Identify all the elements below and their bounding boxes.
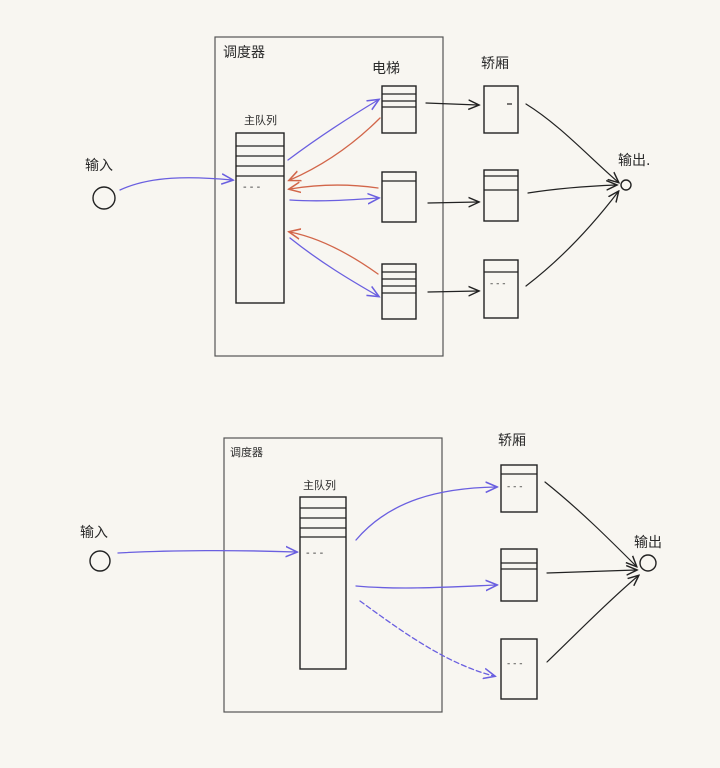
car-2-1: - - -	[500, 464, 538, 513]
scheduler-frame-2	[223, 437, 443, 713]
output-node	[620, 179, 632, 191]
diagram-with-elevators: 调度器 主队列 - - - 电梯 轿厢	[85, 36, 650, 357]
input-label: 输入	[85, 158, 113, 174]
input-node	[92, 186, 116, 210]
car-label-2: 轿厢	[498, 433, 526, 449]
return-arrow-2	[290, 185, 379, 189]
elevator-1	[381, 85, 417, 134]
input-to-queue-arrow	[119, 178, 232, 191]
dispatch-arrow-2-3	[359, 600, 494, 676]
elevator-to-car-arrow-2	[427, 202, 478, 203]
input-to-queue-arrow-2	[117, 551, 296, 553]
elevator-label: 电梯	[372, 61, 400, 77]
car-to-output-arrow-3	[525, 192, 618, 287]
car-to-output-arrow-2	[527, 185, 616, 194]
car-to-output-arrow-2-1	[544, 481, 636, 566]
car-1	[483, 85, 519, 134]
car-dashes-2-3: - - -	[507, 659, 522, 669]
car-2-2	[500, 548, 538, 602]
car-label: 轿厢	[481, 56, 509, 72]
return-arrow-1	[290, 117, 381, 180]
queue-dashes: - - -	[243, 182, 261, 193]
output-label-2: 输出	[634, 535, 662, 551]
output-label: 输出.	[618, 153, 650, 169]
scheduler-label-2: 调度器	[230, 445, 263, 459]
diagram-direct-dispatch: 调度器 主队列 - - - 轿厢 - - - - - - 输入	[80, 433, 662, 713]
elevator-to-car-arrow-1	[425, 103, 478, 105]
car-2	[483, 169, 519, 222]
dispatch-arrow-2-1	[355, 487, 496, 541]
main-queue-label: 主队列	[244, 113, 277, 127]
car-to-output-arrow-1	[525, 103, 618, 182]
dispatch-arrow-2-2	[355, 585, 496, 588]
car-to-output-arrow-2-3	[546, 576, 638, 663]
output-node-2	[639, 554, 657, 572]
elevator-3	[381, 263, 417, 320]
scheduler-frame	[214, 36, 444, 357]
input-node-2	[89, 550, 111, 572]
main-queue-label-2: 主队列	[303, 478, 336, 492]
dispatch-arrow-2	[289, 198, 378, 201]
input-label-2: 输入	[80, 525, 108, 541]
car-to-output-arrow-2-2	[546, 570, 636, 573]
main-queue-2: - - -	[299, 496, 347, 670]
scheduler-label: 调度器	[223, 45, 265, 61]
car-dashes-2-1: - - -	[507, 482, 522, 492]
dispatch-arrow-3	[289, 237, 378, 296]
main-queue: - - -	[235, 132, 285, 304]
elevator-2	[381, 171, 417, 223]
dispatch-arrow-1	[287, 100, 378, 161]
car-2-3: - - -	[500, 638, 538, 700]
return-arrow-3	[290, 232, 379, 275]
car-dashes: - - -	[490, 279, 505, 289]
queue-dashes-2: - - -	[306, 548, 324, 559]
car-3: - - -	[483, 259, 519, 319]
elevator-to-car-arrow-3	[427, 291, 478, 292]
